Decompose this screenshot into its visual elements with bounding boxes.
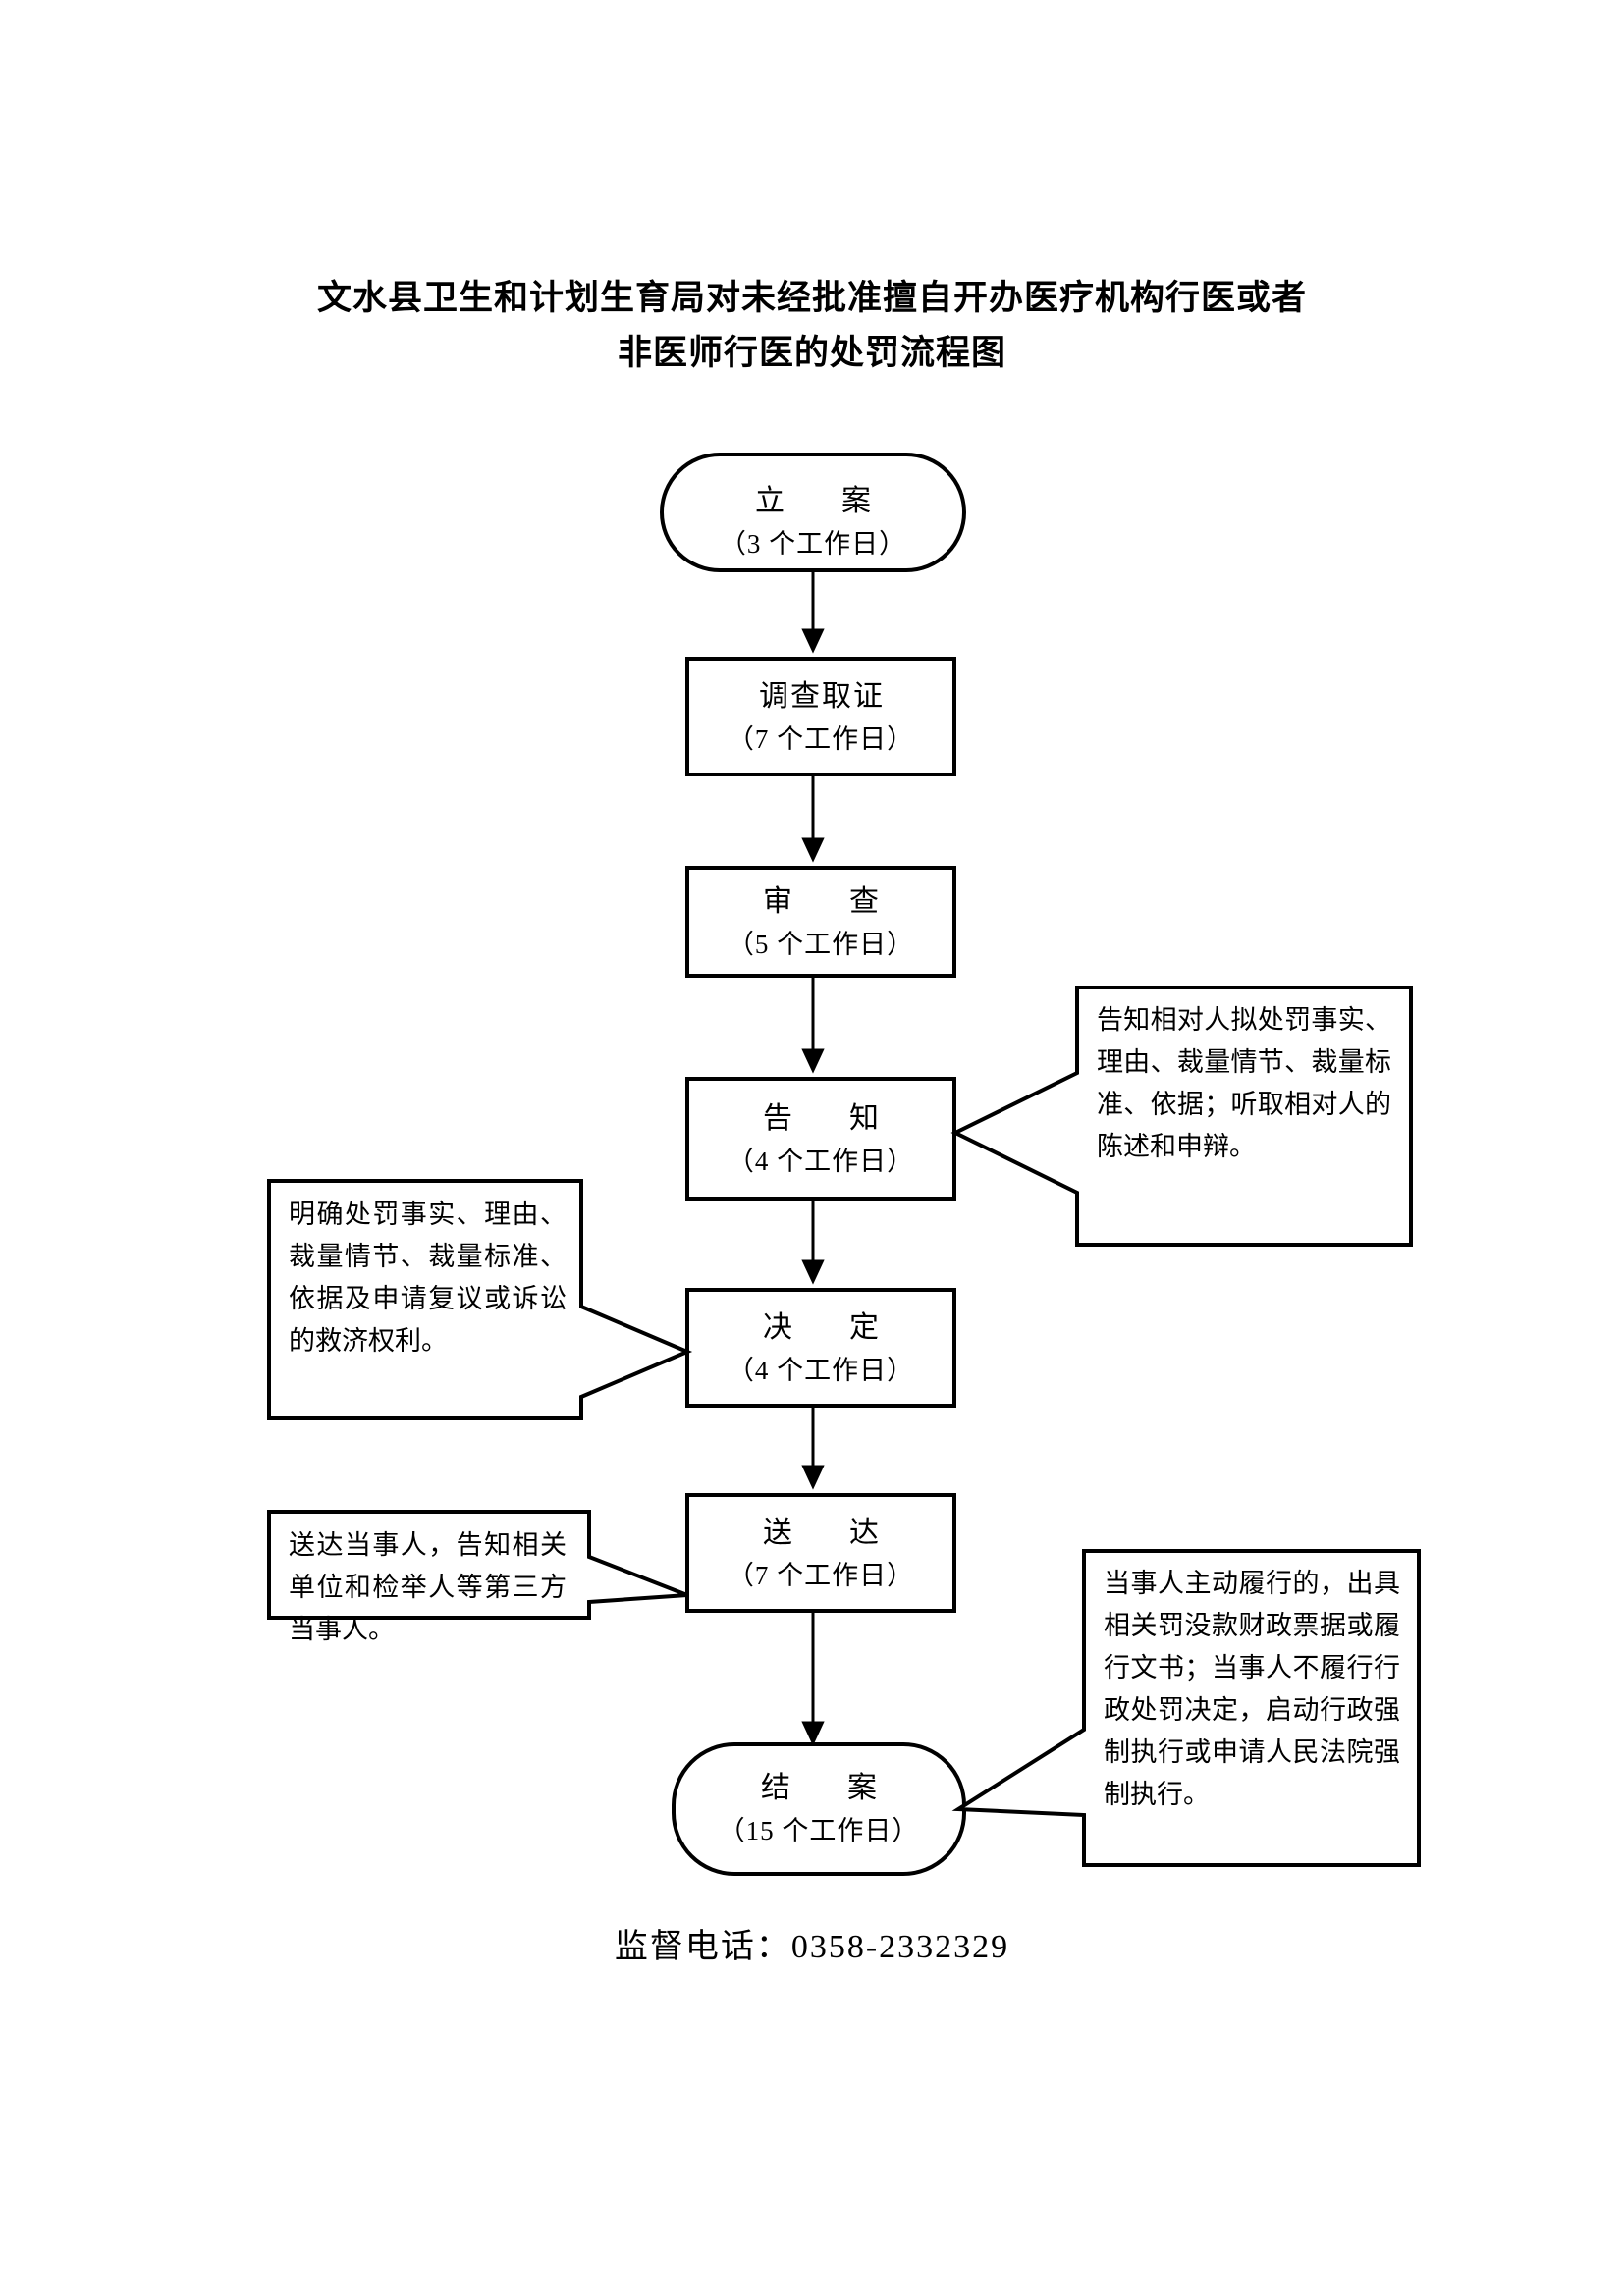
node-notification-shape [685, 1077, 956, 1201]
callout-closing-note-shape [951, 1549, 1421, 1867]
node-filing-shape [660, 453, 966, 572]
page-title-line-1: 文水县卫生和计划生育局对未经批准擅自开办医疗机构行医或者 [316, 279, 1307, 318]
callout-service-note-shape [267, 1510, 688, 1620]
callout-notification-note-shape [950, 986, 1413, 1247]
node-investigation-shape [685, 657, 956, 776]
node-closing-shape [672, 1742, 966, 1876]
node-decision-shape [685, 1288, 956, 1408]
page-title: 文水县卫生和计划生育局对未经批准擅自开办医疗机构行医或者 非医师行医的处罚流程图 [0, 271, 1624, 381]
supervision-phone: 监督电话：0358-2332329 [614, 1929, 1010, 1965]
callout-decision-note-shape [267, 1179, 693, 1420]
page-title-line-2: 非医师行医的处罚流程图 [617, 334, 1006, 373]
node-service-shape [685, 1493, 956, 1613]
node-review-shape [685, 866, 956, 978]
